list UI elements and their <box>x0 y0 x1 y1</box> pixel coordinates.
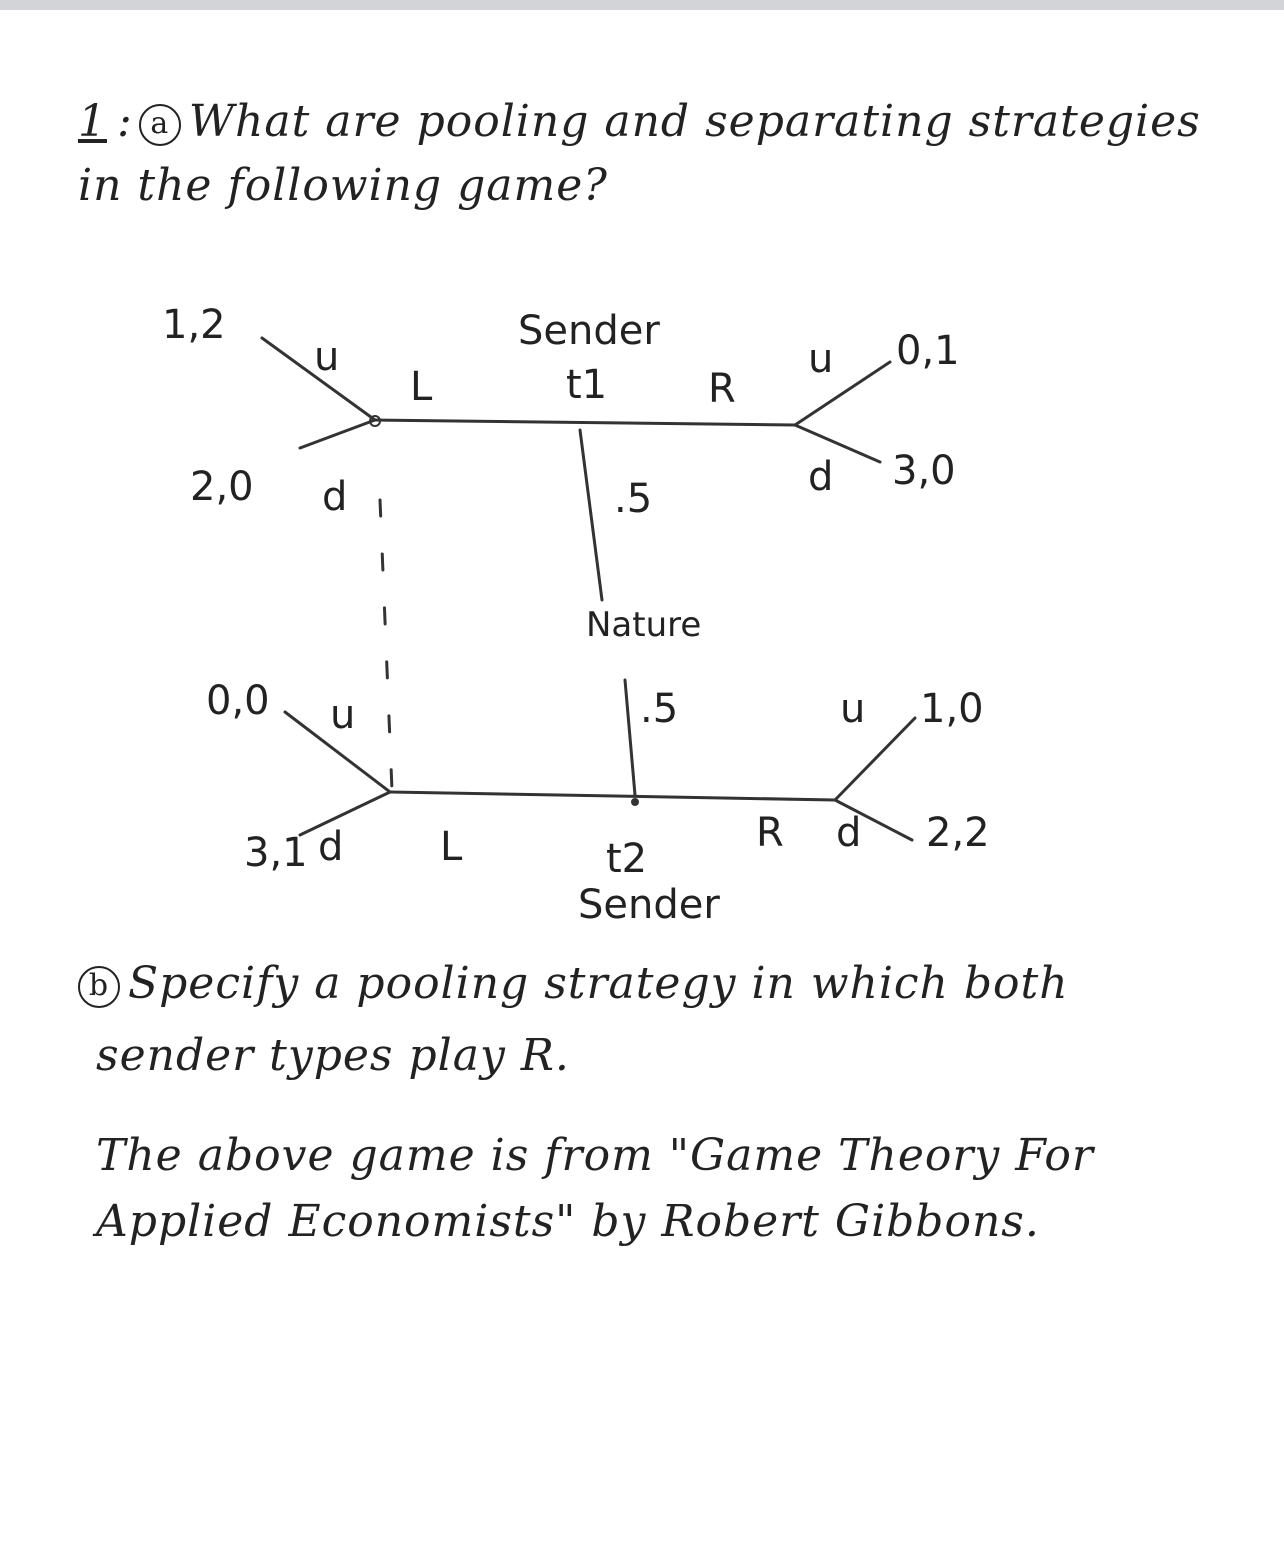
part-b-marker: b <box>78 965 120 1008</box>
part-a-text-2: in the following game? <box>78 160 608 211</box>
msg-left-bottom: L <box>440 824 463 870</box>
payoff-top-right-u: 0,1 <box>896 328 960 374</box>
nature-lower-edge <box>623 678 637 797</box>
payoff-bottom-right-u: 1,0 <box>920 686 984 732</box>
prob-bottom-label: .5 <box>640 686 678 732</box>
bottom-sender-branch <box>388 790 837 802</box>
part-b-text-1: Specify a pooling strategy in which both <box>128 958 1069 1009</box>
question-number: 1 <box>78 96 107 147</box>
bottom-type-label: t2 <box>606 836 647 882</box>
part-a-text-1: What are pooling and separating strategi… <box>188 96 1201 147</box>
prob-top-label: .5 <box>614 476 652 522</box>
payoff-top-left-d: 2,0 <box>190 464 254 510</box>
action-d-bottom-right: d <box>836 810 861 856</box>
action-d-bottom-left: d <box>318 824 343 870</box>
edge-tr-d <box>793 423 882 464</box>
part-a-marker: a <box>138 103 181 146</box>
action-u-bottom-right: u <box>840 686 865 732</box>
node-bottom-sender <box>631 798 639 806</box>
action-u-bottom-left: u <box>330 692 355 738</box>
top-sender-branch <box>373 418 797 427</box>
edge-br-u <box>833 716 917 802</box>
msg-right-top: R <box>708 366 736 412</box>
source-text-2: Applied Economists" by Robert Gibbons. <box>96 1196 1040 1247</box>
source-text-1: The above game is from "Game Theory For <box>96 1130 1094 1181</box>
nature-label: Nature <box>586 605 701 645</box>
information-set-left <box>378 498 394 792</box>
payoff-top-left-u: 1,2 <box>162 302 226 348</box>
edge-tl-d <box>298 418 377 450</box>
edge-tl-u <box>260 336 377 422</box>
msg-right-bottom: R <box>756 810 784 856</box>
msg-left-top: L <box>410 364 433 410</box>
node-top-left <box>369 415 381 427</box>
payoff-bottom-left-d: 3,1 <box>244 830 308 876</box>
edge-tr-u <box>793 360 892 427</box>
action-u-top-left: u <box>314 334 339 380</box>
action-u-top-right: u <box>808 336 833 382</box>
part-b-text-2: sender types play R. <box>96 1030 570 1081</box>
edge-br-d <box>833 798 914 842</box>
top-bar <box>0 0 1284 10</box>
edge-bl-d <box>298 790 392 837</box>
action-d-top-right: d <box>808 454 833 500</box>
top-type-label: t1 <box>566 362 607 408</box>
payoff-bottom-right-d: 2,2 <box>926 810 990 856</box>
payoff-bottom-left-u: 0,0 <box>206 678 270 724</box>
payoff-top-right-d: 3,0 <box>892 448 956 494</box>
edge-bl-u <box>283 710 392 794</box>
nature-upper-edge <box>578 428 604 602</box>
top-player-label: Sender <box>518 308 660 354</box>
bottom-player-label: Sender <box>578 882 720 928</box>
action-d-top-left: d <box>322 474 347 520</box>
